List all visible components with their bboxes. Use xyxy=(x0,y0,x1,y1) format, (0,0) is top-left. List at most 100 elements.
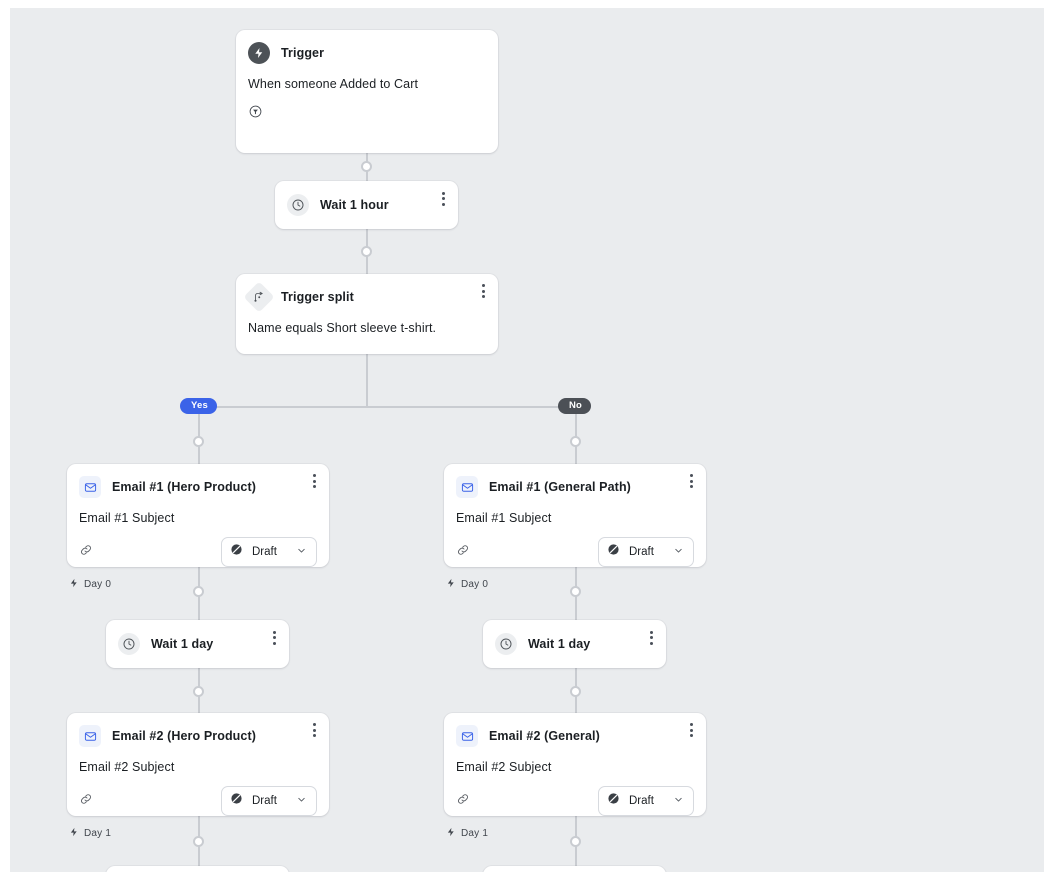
link-icon[interactable] xyxy=(79,543,93,562)
trigger-split-subtitle: Name equals Short sleeve t-shirt. xyxy=(248,321,437,335)
wait-1-day-right-title: Wait 1 day xyxy=(528,637,591,651)
connector-knob xyxy=(193,836,204,847)
email-1-general-daystamp: Day 0 xyxy=(446,578,488,591)
wait-1-day-left-header: Wait 1 day xyxy=(106,620,289,655)
branch-label-yes[interactable]: Yes xyxy=(180,398,217,414)
wait-1-hour-header: Wait 1 hour xyxy=(275,181,458,216)
email-2-general-footer: Draft xyxy=(444,774,706,829)
email-2-hero-title: Email #2 (Hero Product) xyxy=(112,729,256,743)
email-2-hero-footer: Draft xyxy=(67,774,329,829)
email-2-general-title: Email #2 (General) xyxy=(489,729,600,743)
email-1-hero-subtitle: Email #1 Subject xyxy=(79,511,175,525)
node-email-2-hero[interactable]: Email #2 (Hero Product) Email #2 Subject… xyxy=(67,713,329,816)
clock-icon xyxy=(287,194,309,216)
email-2-hero-header: Email #2 (Hero Product) xyxy=(67,713,329,747)
email-2-general-status-select[interactable]: Draft xyxy=(598,786,694,816)
email-1-hero-status-label: Draft xyxy=(252,546,277,558)
filter-icon xyxy=(249,105,262,122)
node-email-2-general[interactable]: Email #2 (General) Email #2 Subject Draf… xyxy=(444,713,706,816)
node-email-1-general[interactable]: Email #1 (General Path) Email #1 Subject… xyxy=(444,464,706,567)
connector-knob xyxy=(193,436,204,447)
email-1-hero-status-select[interactable]: Draft xyxy=(221,537,317,567)
kebab-menu-icon[interactable] xyxy=(313,474,316,488)
wait-1-hour-title: Wait 1 hour xyxy=(320,198,389,212)
email-2-general-header: Email #2 (General) xyxy=(444,713,706,747)
wait-1-day-right-header: Wait 1 day xyxy=(483,620,666,655)
email-2-general-daystamp-label: Day 1 xyxy=(461,828,489,839)
email-2-general-daystamp: Day 1 xyxy=(446,827,488,840)
node-wait-1-hour[interactable]: Wait 1 hour xyxy=(275,181,458,229)
trigger-subtitle: When someone Added to Cart xyxy=(248,77,419,91)
connector-knob xyxy=(570,836,581,847)
wait-1-day-left-title: Wait 1 day xyxy=(151,637,214,651)
email-2-hero-status-label: Draft xyxy=(252,795,277,807)
clock-icon xyxy=(118,633,140,655)
chevron-down-icon xyxy=(673,792,684,810)
envelope-icon xyxy=(79,476,101,498)
chevron-down-icon xyxy=(296,792,307,810)
node-wait-1-day-left[interactable]: Wait 1 day xyxy=(106,620,289,668)
envelope-icon xyxy=(456,725,478,747)
connector-branch-bus xyxy=(198,406,578,408)
lightning-bolt-icon xyxy=(248,42,270,64)
draft-slash-circle-icon xyxy=(230,543,243,561)
email-2-general-status-label: Draft xyxy=(629,795,654,807)
workflow-canvas: Trigger When someone Added to Cart Wait … xyxy=(10,8,1044,872)
connector-knob xyxy=(570,686,581,697)
link-icon[interactable] xyxy=(79,792,93,811)
connector-knob xyxy=(193,586,204,597)
kebab-menu-icon[interactable] xyxy=(650,630,653,645)
email-1-general-title: Email #1 (General Path) xyxy=(489,480,631,494)
trigger-header: Trigger xyxy=(236,30,498,64)
connector-knob xyxy=(570,586,581,597)
link-icon[interactable] xyxy=(456,792,470,811)
lightning-bolt-icon xyxy=(446,578,456,591)
lightning-bolt-icon xyxy=(69,578,79,591)
email-1-general-footer: Draft xyxy=(444,525,706,580)
lightning-bolt-icon xyxy=(69,827,79,840)
email-1-hero-daystamp: Day 0 xyxy=(69,578,111,591)
kebab-menu-icon[interactable] xyxy=(442,191,445,206)
email-1-hero-title: Email #1 (Hero Product) xyxy=(112,480,256,494)
email-1-general-status-select[interactable]: Draft xyxy=(598,537,694,567)
email-2-hero-daystamp: Day 1 xyxy=(69,827,111,840)
kebab-menu-icon[interactable] xyxy=(482,284,485,298)
trigger-footer xyxy=(236,91,498,123)
email-1-general-header: Email #1 (General Path) xyxy=(444,464,706,498)
link-icon[interactable] xyxy=(456,543,470,562)
email-1-general-subtitle: Email #1 Subject xyxy=(456,511,552,525)
node-trigger-split[interactable]: Trigger split Name equals Short sleeve t… xyxy=(236,274,498,354)
connector-knob xyxy=(361,246,372,257)
draft-slash-circle-icon xyxy=(607,543,620,561)
branch-label-no[interactable]: No xyxy=(558,398,591,414)
lightning-bolt-icon xyxy=(446,827,456,840)
node-email-1-hero[interactable]: Email #1 (Hero Product) Email #1 Subject… xyxy=(67,464,329,567)
connector-split-down xyxy=(366,353,368,407)
kebab-menu-icon[interactable] xyxy=(273,630,276,645)
trigger-title: Trigger xyxy=(281,46,325,60)
trigger-split-header: Trigger split xyxy=(236,274,498,313)
node-trigger[interactable]: Trigger When someone Added to Cart xyxy=(236,30,498,153)
kebab-menu-icon[interactable] xyxy=(313,723,316,737)
trigger-split-title: Trigger split xyxy=(281,290,354,304)
email-1-hero-footer: Draft xyxy=(67,525,329,580)
node-next-left-clipped[interactable] xyxy=(106,866,289,872)
chevron-down-icon xyxy=(296,543,307,561)
node-next-right-clipped[interactable] xyxy=(483,866,666,872)
email-1-general-daystamp-label: Day 0 xyxy=(461,579,489,590)
draft-slash-circle-icon xyxy=(230,792,243,810)
email-2-hero-daystamp-label: Day 1 xyxy=(84,828,112,839)
split-branch-icon xyxy=(243,281,275,313)
kebab-menu-icon[interactable] xyxy=(690,723,693,737)
kebab-menu-icon[interactable] xyxy=(690,474,693,488)
email-2-hero-status-select[interactable]: Draft xyxy=(221,786,317,816)
email-1-general-status-label: Draft xyxy=(629,546,654,558)
envelope-icon xyxy=(456,476,478,498)
email-1-hero-header: Email #1 (Hero Product) xyxy=(67,464,329,498)
connector-knob xyxy=(570,436,581,447)
connector-knob xyxy=(361,161,372,172)
email-2-general-subtitle: Email #2 Subject xyxy=(456,760,552,774)
connector-knob xyxy=(193,686,204,697)
node-wait-1-day-right[interactable]: Wait 1 day xyxy=(483,620,666,668)
envelope-icon xyxy=(79,725,101,747)
